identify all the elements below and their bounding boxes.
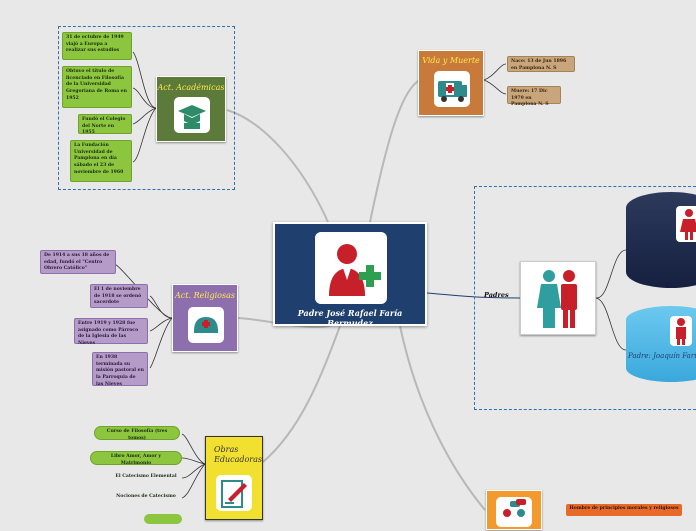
topic-academic[interactable]: Act. Académicas	[156, 76, 226, 142]
leaf-academic-1[interactable]: 31 de octubre de 1949 viajó a Europa a r…	[62, 32, 132, 60]
topic-vida[interactable]: Vida y Muerte	[418, 50, 484, 116]
leaf-religiosas-4[interactable]: En 1938 terminada su misión pastoral en …	[92, 352, 148, 387]
topic-padres-label[interactable]: Padres	[484, 291, 509, 299]
leaf-obras-1[interactable]: Curso de Filosofía (tres tomos)	[94, 426, 180, 441]
topic-religiosas-label: Act. Religiosas	[175, 291, 235, 300]
central-topic[interactable]: Padre José Rafael Faría Bermudez	[273, 222, 427, 328]
madre-node[interactable]	[626, 192, 696, 288]
leaf-religiosas-3[interactable]: Entre 1919 y 1928 fue asignado como Párr…	[74, 318, 148, 346]
topic-obras-label: Obras Educadoras	[214, 445, 262, 465]
leaf-academic-4[interactable]: La Fundación Universidad de Pamplona en …	[70, 140, 132, 182]
leaf-academic-3[interactable]: Fundó el Colegio del Norte en 1955	[78, 114, 132, 135]
leaf-obras-4[interactable]: Nociones de Catecismo	[116, 494, 176, 499]
leaf-religiosas-1[interactable]: De 1914 a sus 18 años de edad, fundó el …	[40, 250, 116, 274]
connection-lines	[114, 51, 627, 511]
graduation-cap-icon	[174, 97, 210, 133]
topic-bottom[interactable]	[486, 490, 542, 530]
leaf-vida-2[interactable]: Muere: 17 Dic 1979 en Pamplona N. S	[507, 86, 561, 107]
academic-group	[58, 26, 235, 190]
ambulance-icon	[434, 71, 470, 107]
man-icon	[670, 316, 692, 346]
leaf-bottom[interactable]: Hombre de principios morales y religioso…	[566, 504, 682, 516]
doctor-icon	[315, 232, 387, 304]
padres-group	[474, 186, 696, 410]
nurse-cap-icon	[188, 307, 224, 343]
leaf-vida-1[interactable]: Nace: 13 de Jun 1896 en Pamplona N. S	[507, 56, 575, 72]
family-icon	[537, 270, 577, 328]
leaf-obras-2[interactable]: Libro Amor, Amor y Matrimonio	[90, 451, 182, 466]
leaf-obras-5[interactable]	[144, 514, 182, 524]
leaf-academic-2[interactable]: Obtuvo el título de licenciado en Filoso…	[62, 66, 132, 108]
topic-vida-label: Vida y Muerte	[422, 56, 480, 65]
padre-node[interactable]: Padre: Joaquín Faría	[626, 306, 696, 382]
woman-icon	[676, 206, 696, 242]
topic-padres[interactable]	[520, 261, 596, 335]
topic-academic-label: Act. Académicas	[157, 83, 225, 92]
conversation-icon	[496, 497, 532, 527]
leaf-obras-3[interactable]: El Catecismo Elemental	[115, 474, 177, 479]
padre-name: Padre: Joaquín Faría	[628, 352, 696, 360]
central-title: Padre José Rafael Faría Bermudez	[297, 308, 403, 328]
topic-obras[interactable]: Obras Educadoras	[205, 436, 263, 520]
writing-icon	[216, 475, 252, 511]
topic-religiosas[interactable]: Act. Religiosas	[172, 284, 238, 352]
leaf-religiosas-2[interactable]: El 1 de noviembre de 1918 se ordenó sace…	[90, 284, 148, 308]
